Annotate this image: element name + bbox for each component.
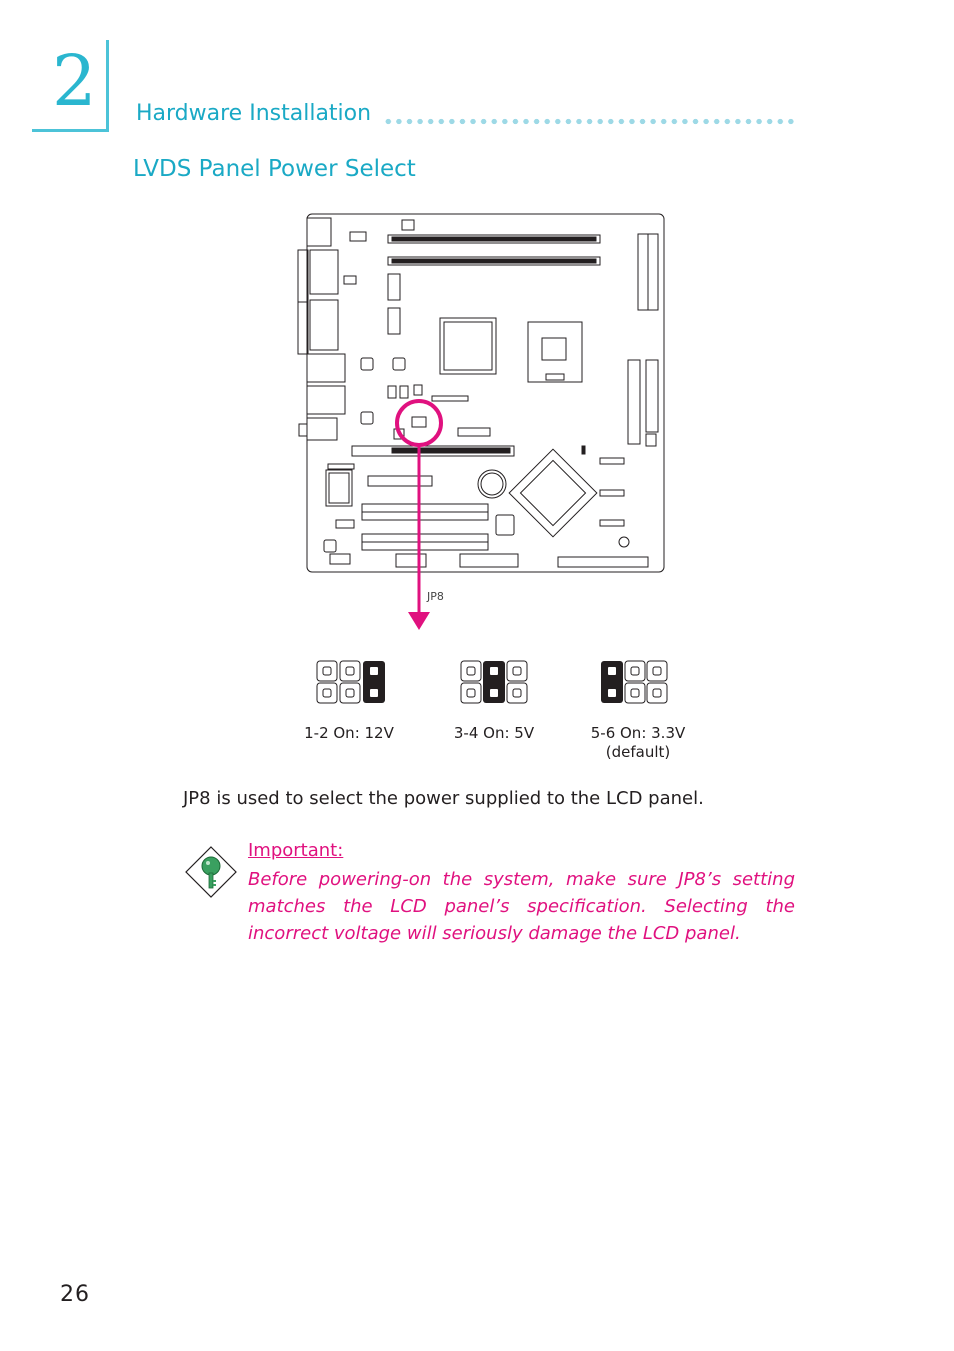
jumper-default-note: (default) xyxy=(605,743,671,761)
subsection-title: LVDS Panel Power Select xyxy=(133,156,416,182)
jumper-setting-12v xyxy=(316,660,386,708)
jumper-caption-5v: 3-4 On: 5V xyxy=(444,724,544,743)
jumper-caption-3v3: 5-6 On: 3.3V (default) xyxy=(580,724,696,762)
header-dotted-rule xyxy=(383,118,795,125)
jumper-caption-line: 5-6 On: 3.3V xyxy=(590,724,686,742)
chapter-box-underline xyxy=(32,129,108,132)
jumper-pins-icon xyxy=(316,660,385,704)
key-icon xyxy=(185,846,237,898)
motherboard-drawing xyxy=(297,213,665,614)
chapter-box-rule xyxy=(106,40,109,132)
page-number: 26 xyxy=(60,1282,90,1307)
jumper-caption-12v: 1-2 On: 12V xyxy=(296,724,402,743)
jumper-setting-3v3 xyxy=(600,660,670,708)
chapter-number: 2 xyxy=(52,40,97,122)
jumper-caption-line: 3-4 On: 5V xyxy=(453,724,535,742)
jp8-callout-label: JP8 xyxy=(427,590,444,603)
jumper-pins-icon xyxy=(460,660,528,704)
jumper-setting-5v xyxy=(460,660,530,708)
motherboard-diagram xyxy=(296,212,666,614)
jumper-caption-line: 1-2 On: 12V xyxy=(304,724,394,742)
jp8-highlight-circle xyxy=(395,399,443,447)
important-text: Before powering-on the system, make sure… xyxy=(248,869,795,944)
section-title: Hardware Installation xyxy=(136,101,372,126)
jumper-pins-icon xyxy=(601,660,668,704)
important-label: Important: xyxy=(248,840,344,861)
body-paragraph: JP8 is used to select the power supplied… xyxy=(183,788,704,809)
